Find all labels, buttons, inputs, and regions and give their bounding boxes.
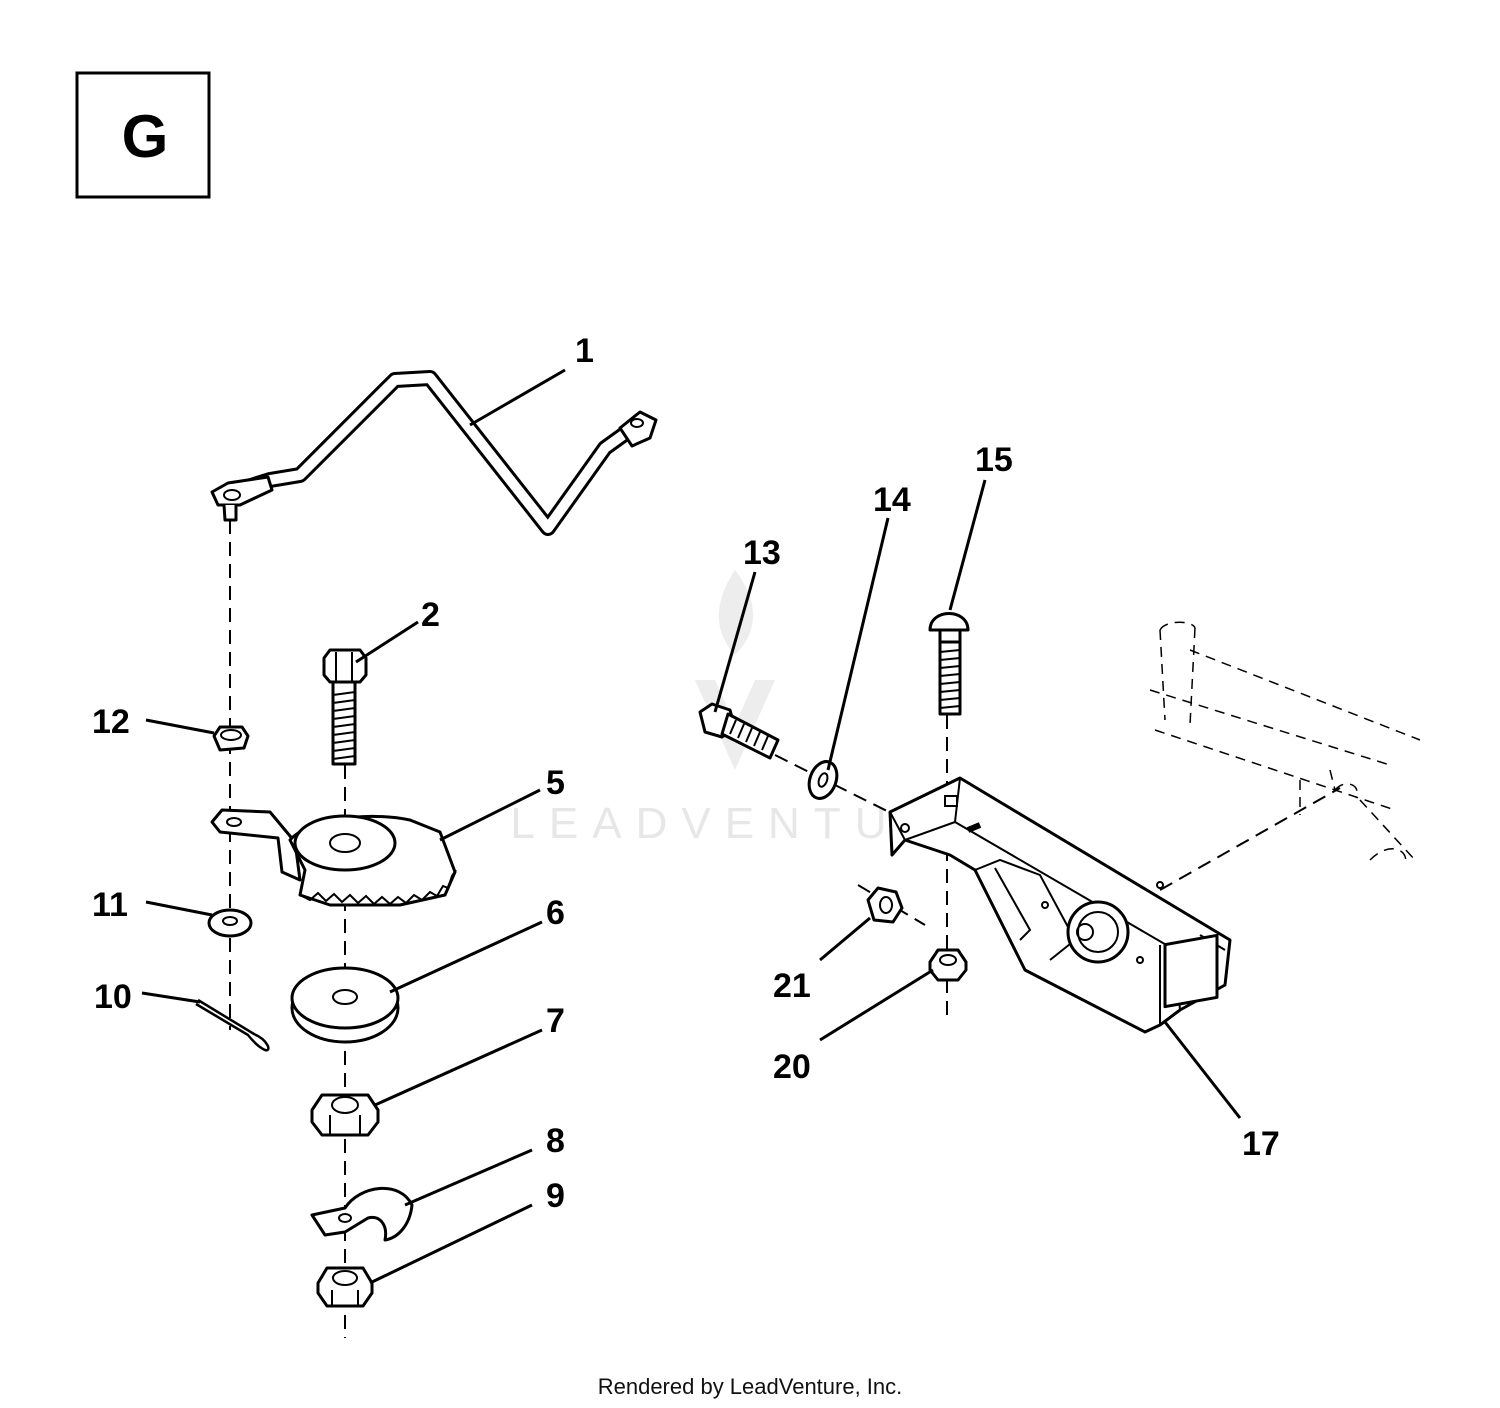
leader-lines <box>141 368 1242 1285</box>
callout-15: 15 <box>975 441 1013 479</box>
axis-nut-21 <box>857 884 926 926</box>
part-20-nut <box>928 948 968 982</box>
part-13-bolt <box>698 702 780 760</box>
callout-12: 12 <box>92 703 130 741</box>
callout-10: 10 <box>94 978 132 1016</box>
section-letter: G <box>122 103 169 170</box>
callout-8: 8 <box>546 1122 565 1160</box>
callout-14: 14 <box>873 481 911 519</box>
callout-11: 11 <box>92 886 128 924</box>
part-1-rod <box>210 370 658 536</box>
section-box: G <box>75 71 211 199</box>
part-8-clip <box>310 1187 414 1242</box>
axis-bolt-13 <box>774 754 936 836</box>
part-21-nut <box>866 886 904 924</box>
callout-6: 6 <box>546 894 565 932</box>
part-7-nut <box>310 1093 380 1137</box>
callout-labels: 1 2 5 6 7 8 9 10 11 12 13 14 15 17 20 21 <box>92 332 1280 1215</box>
callout-2: 2 <box>421 596 440 634</box>
part-6-washer <box>290 966 400 1044</box>
part-2-bolt <box>322 648 368 766</box>
callout-20: 20 <box>773 1048 811 1086</box>
callout-1: 1 <box>575 332 594 370</box>
part-9-nut <box>316 1266 374 1308</box>
footer-credit: Rendered by LeadVenture, Inc. <box>597 1374 903 1399</box>
callout-5: 5 <box>546 764 565 802</box>
part-17-bracket <box>888 776 1232 1034</box>
part-10-cotter-pin <box>195 998 270 1052</box>
callout-7: 7 <box>546 1002 565 1040</box>
part-5-sector-gear <box>210 808 457 907</box>
callout-17: 17 <box>1242 1125 1280 1163</box>
callout-9: 9 <box>546 1177 565 1215</box>
phantom-frame <box>1149 621 1421 866</box>
part-11-washer <box>207 908 253 938</box>
callout-13: 13 <box>743 534 781 572</box>
part-15-bolt <box>928 612 970 716</box>
callout-21: 21 <box>773 967 811 1005</box>
axis-pivot <box>1159 787 1341 891</box>
part-12-bushing <box>212 725 250 752</box>
part-14-washer <box>807 760 839 800</box>
